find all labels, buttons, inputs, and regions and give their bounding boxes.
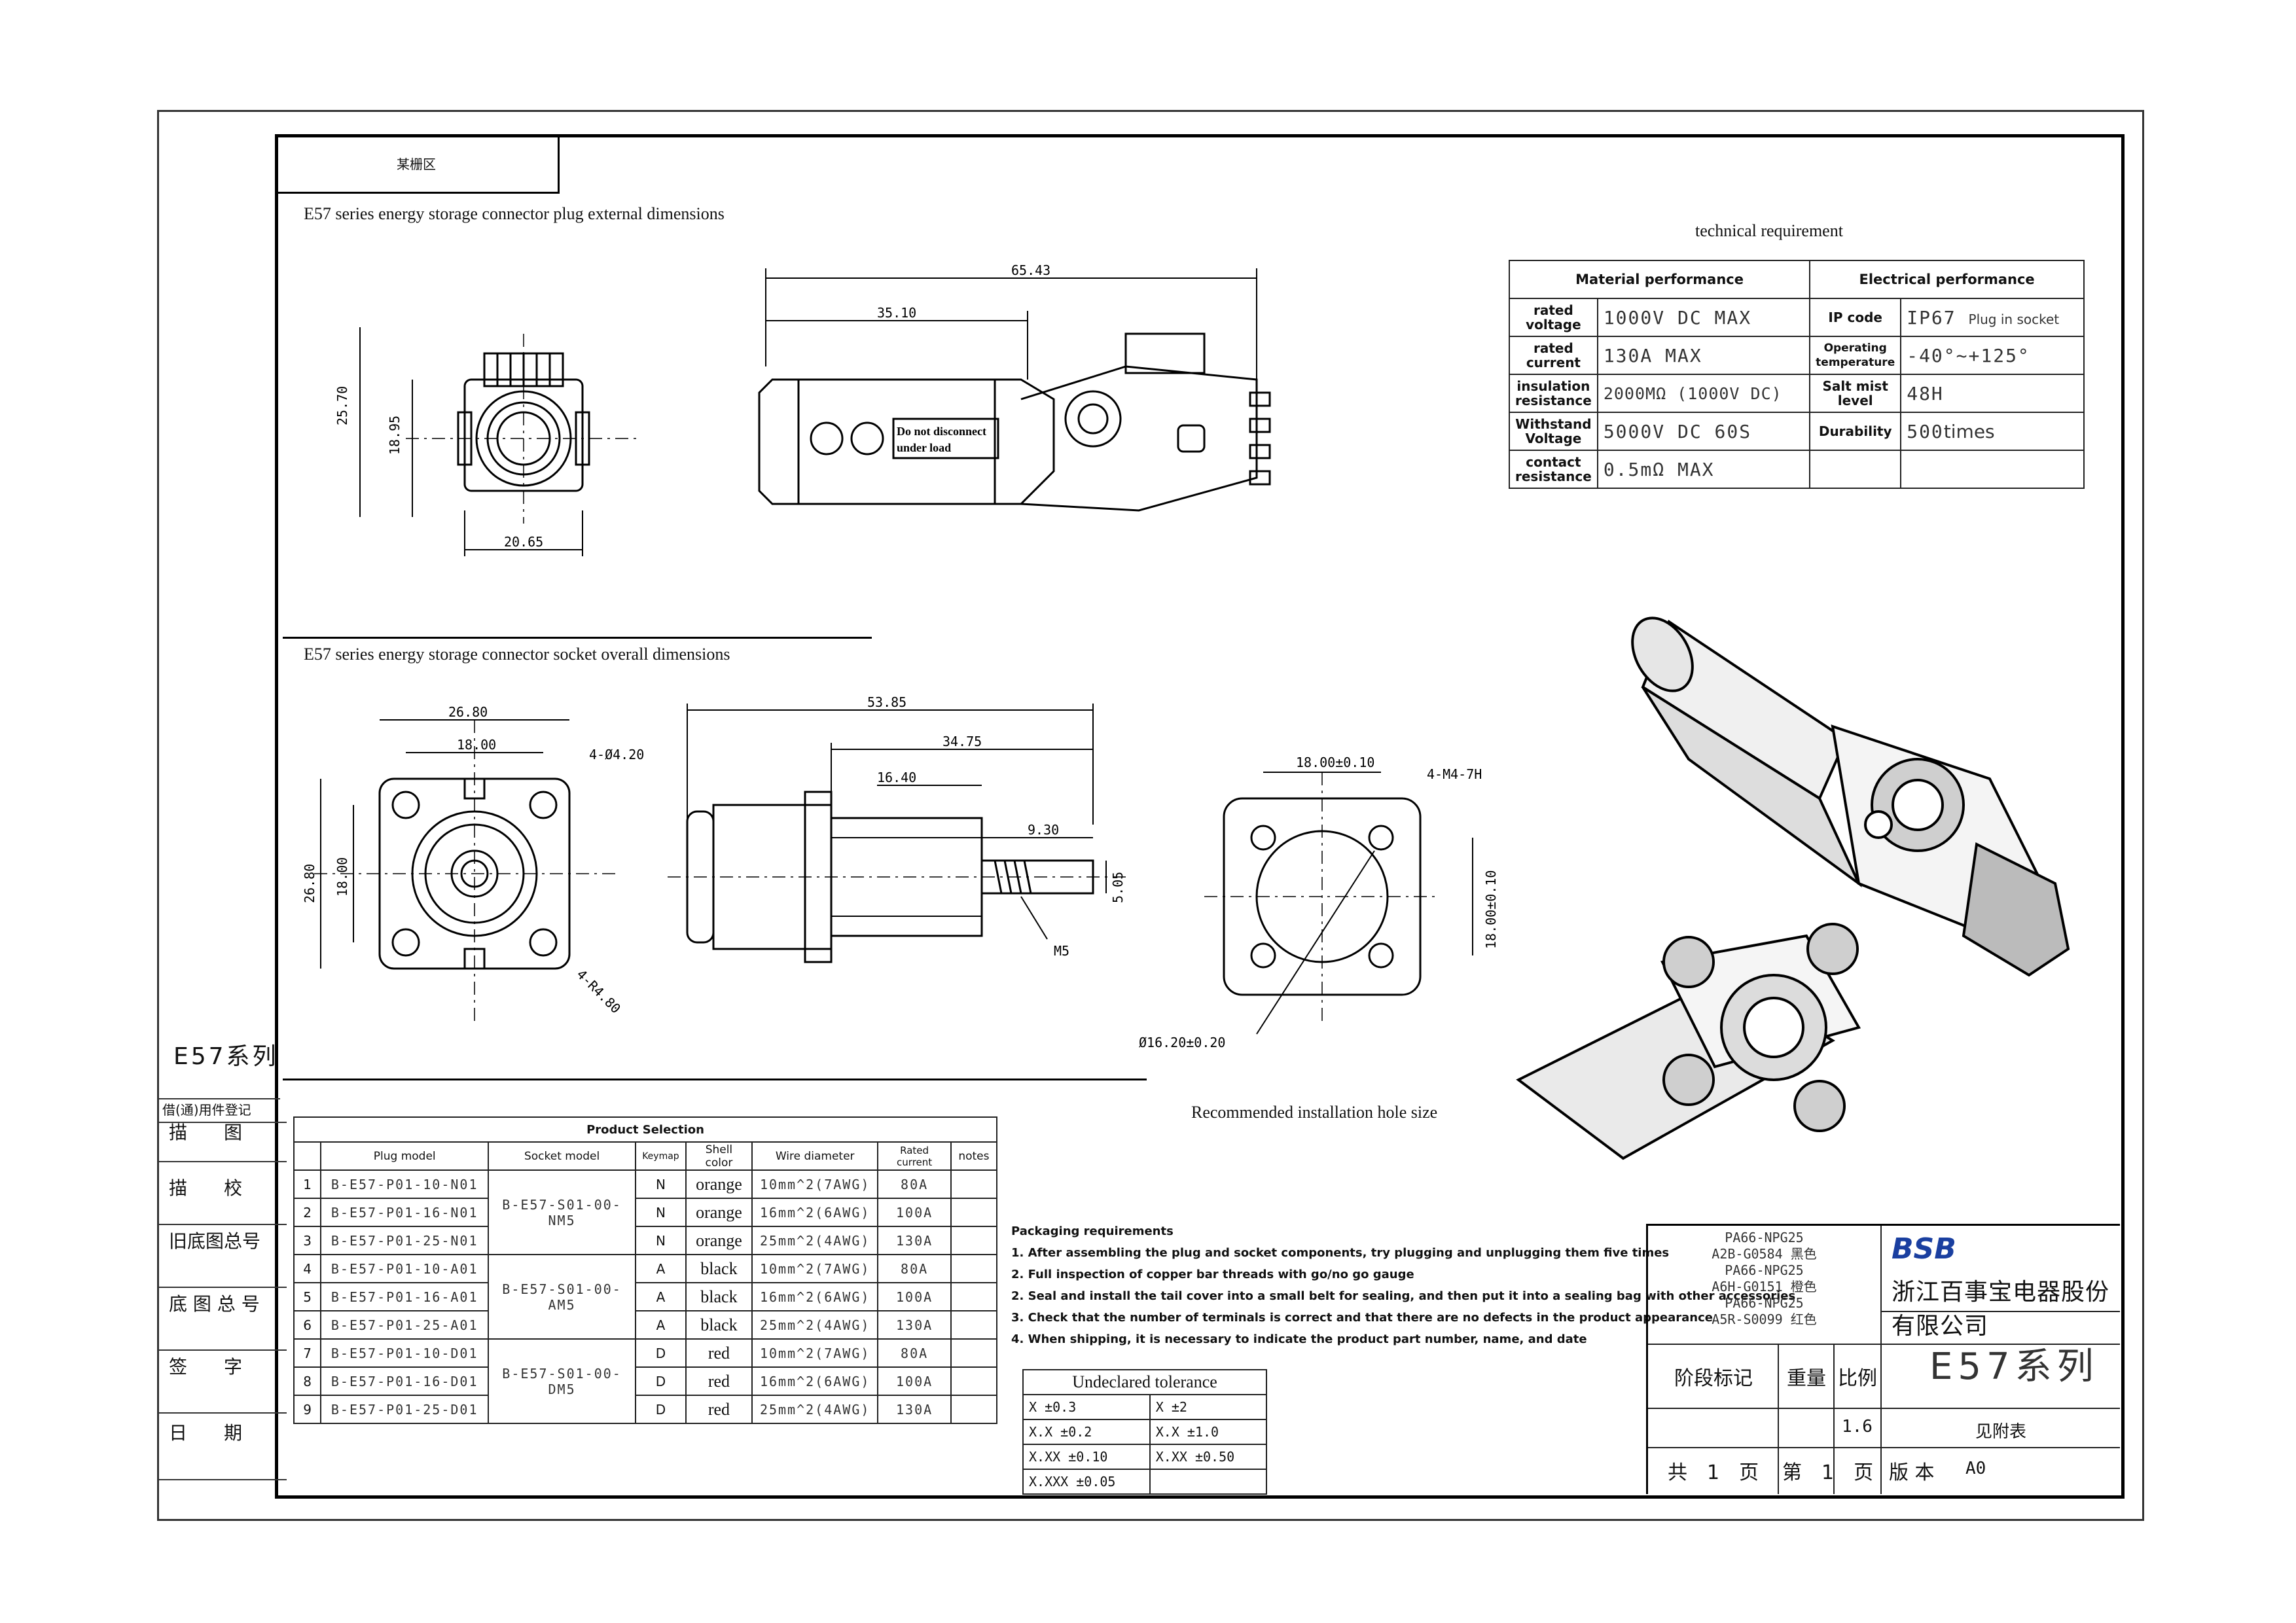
left-series-label: E57系列 (173, 1043, 279, 1070)
scale-label: 比例 (1838, 1367, 1877, 1390)
hole-caption: Recommended installation hole size (1191, 1103, 1438, 1122)
scale-value: 1.6 (1842, 1417, 1873, 1436)
socket-dim-len3: 16.40 (877, 770, 916, 785)
socket-dim-h2: 18.00 (334, 857, 350, 897)
packaging-title: Packaging requirements (1011, 1224, 1174, 1238)
socket-drawings: 26.80 18.00 4-Ø4.20 26.80 18.00 4-R4.80 … (302, 694, 1499, 1050)
plug-front-view (359, 327, 641, 556)
hole-pattern-view (1204, 772, 1473, 1035)
socket-dim-w2: 18.00 (457, 737, 496, 753)
socket-dim-h1: 26.80 (302, 864, 317, 903)
drawing-outer-frame (157, 110, 2144, 1521)
plug-warning-label-2: under load (897, 441, 951, 454)
packaging-item: 2. Seal and install the tail cover into … (1011, 1289, 1796, 1303)
header-box: 某栅区 (275, 134, 560, 194)
socket-section-title: E57 series energy storage connector sock… (304, 645, 730, 664)
socket-front-view (314, 719, 615, 1021)
product-name: E57系列 (1929, 1346, 2099, 1388)
table-row: X.XXX ±0.05 (1022, 1469, 1268, 1495)
iso-renders (1516, 616, 2070, 1160)
page-number: 第 1 页 (1782, 1461, 1874, 1484)
product-table-title: Product Selection (293, 1116, 997, 1143)
title-block: PA66-NPG25 A2B-G0584 黑色 PA66-NPG25 A6H-G… (1646, 1224, 2120, 1494)
attached-table-label: 见附表 (1975, 1422, 2027, 1442)
packaging-block: Packaging requirements 1. After assembli… (1011, 1221, 1795, 1350)
socket-dim-holes: 4-Ø4.20 (589, 747, 644, 762)
version-label: 版 本 (1889, 1461, 1935, 1484)
plug-section-title: E57 series energy storage connector plug… (304, 204, 725, 223)
socket-dim-len2: 34.75 (942, 734, 982, 749)
hole-dim-dia: Ø16.20±0.20 (1139, 1035, 1225, 1050)
packaging-item: 2. Full inspection of copper bar threads… (1011, 1268, 1414, 1281)
plug-side-view (758, 268, 1271, 512)
plug-dim-width: 20.65 (504, 534, 543, 550)
product-selection-table: Product Selection Plug model Socket mode… (293, 1116, 998, 1424)
total-pages: 共 1 页 (1668, 1461, 1759, 1484)
packaging-item: 4. When shipping, it is necessary to ind… (1011, 1332, 1587, 1346)
plug-warning-label-1: Do not disconnect (897, 425, 986, 438)
socket-dim-radius: 4-R4.80 (573, 967, 624, 1017)
section-divider-2 (283, 1079, 1147, 1080)
drawing-inner-frame (275, 134, 2125, 1499)
plug-dim-height: 25.70 (334, 386, 350, 425)
tolerance-title: Undeclared tolerance (1022, 1369, 1267, 1395)
socket-side-view (668, 704, 1126, 963)
packaging-item: 3. Check that the number of terminals is… (1011, 1311, 1713, 1325)
weight-label: 重量 (1787, 1367, 1826, 1390)
socket-dim-len: 53.85 (867, 694, 906, 710)
socket-dim-thread: M5 (1054, 943, 1069, 959)
header-box-text: 某栅区 (397, 156, 436, 172)
tech-title: technical requirement (1695, 221, 1843, 240)
company-name: 浙江百事宝电器股份有限公司 (1892, 1279, 2110, 1340)
tech-electrical-header: Electrical performance (1809, 260, 2085, 299)
tech-table: Material performance Electrical performa… (1508, 260, 2085, 489)
socket-dim-pin-h: 5.05 (1110, 872, 1126, 903)
stage-mark: 阶段标记 (1674, 1367, 1753, 1390)
packaging-item: 1. After assembling the plug and socket … (1011, 1246, 1670, 1260)
socket-iso-render (1516, 923, 1861, 1160)
hole-dim-top: 18.00±0.10 (1296, 755, 1374, 770)
plug-iso-render (1631, 616, 2070, 977)
plug-drawings: 25.70 18.95 20.65 65.43 35.10 Do not dis… (334, 262, 1271, 556)
materials-list: PA66-NPG25 A2B-G0584 黑色 PA66-NPG25 A6H-G… (1712, 1230, 1817, 1327)
socket-dim-pin: 9.30 (1028, 822, 1059, 838)
section-divider (283, 637, 872, 639)
tech-material-header: Material performance (1508, 260, 1811, 299)
brand-logo: BSB (1892, 1232, 1956, 1266)
plug-dim-half: 35.10 (877, 305, 916, 321)
plug-dim-total: 65.43 (1011, 262, 1050, 278)
plug-dim-inner: 18.95 (387, 416, 403, 455)
hole-dim-tap: 4-M4-7H (1427, 766, 1482, 782)
hole-dim-side: 18.00±0.10 (1483, 870, 1499, 949)
version-value: A0 (1965, 1459, 1986, 1478)
left-register-panel: 借(通)用件登记 描 图 描 校 旧底图总号 底 图 总 号 签 字 日 期 (157, 1098, 287, 1517)
socket-dim-w1: 26.80 (448, 704, 488, 720)
